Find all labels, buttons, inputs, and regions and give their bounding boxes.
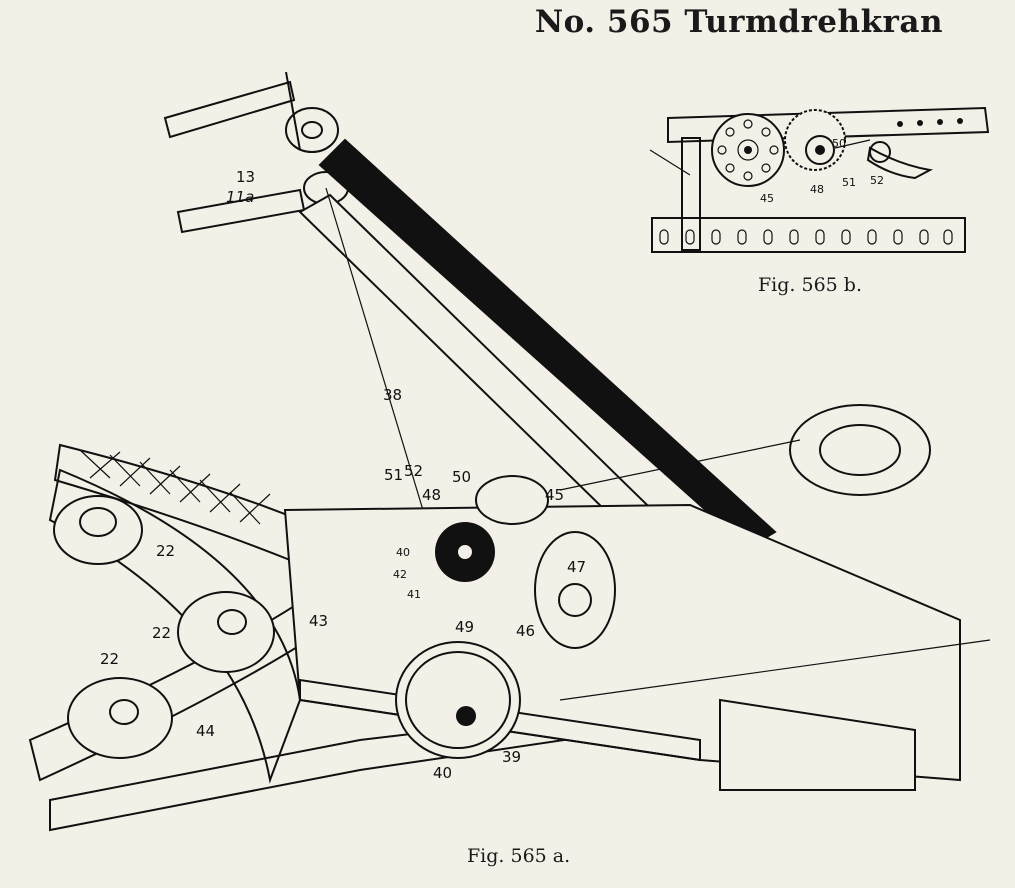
fig-b-label-48: 48 [810, 183, 824, 196]
label-51: 51 [384, 466, 403, 484]
label-41: 41 [407, 588, 421, 601]
label-22-middle: 22 [152, 624, 171, 642]
label-11a: 11a [226, 188, 254, 206]
wheels-22 [53, 495, 275, 759]
label-48: 48 [422, 486, 441, 504]
label-38: 38 [383, 386, 402, 404]
label-22-top: 22 [156, 542, 175, 560]
label-40-lower: 40 [433, 764, 452, 782]
fig-a-labels: 13 11a 38 51 52 50 48 45 40 42 41 43 49 … [100, 168, 586, 782]
label-50: 50 [452, 468, 471, 486]
label-22-bottom: 22 [100, 650, 119, 668]
fig-b-label-50: 50 [832, 137, 846, 150]
label-44: 44 [196, 722, 215, 740]
label-47: 47 [567, 558, 586, 576]
caption-fig-565a: Fig. 565 a. [467, 845, 571, 867]
label-40-upper: 40 [396, 546, 410, 559]
page-title: No. 565 Turmdrehkran [534, 4, 943, 40]
label-39: 39 [502, 748, 521, 766]
label-46: 46 [516, 622, 535, 640]
caption-fig-565b: Fig. 565 b. [758, 274, 863, 296]
label-43: 43 [309, 612, 328, 630]
fig-b-frame [649, 106, 990, 253]
fig-b-label-45: 45 [760, 192, 774, 205]
label-13: 13 [236, 168, 255, 186]
fig-b-label-52: 52 [870, 174, 884, 187]
fig-b-labels: 45 48 50 51 52 [760, 137, 884, 205]
label-49: 49 [455, 618, 474, 636]
label-52: 52 [404, 462, 423, 480]
fig-b-label-51: 51 [842, 176, 856, 189]
crane-base [28, 404, 991, 832]
label-45: 45 [545, 486, 564, 504]
label-42: 42 [393, 568, 407, 581]
